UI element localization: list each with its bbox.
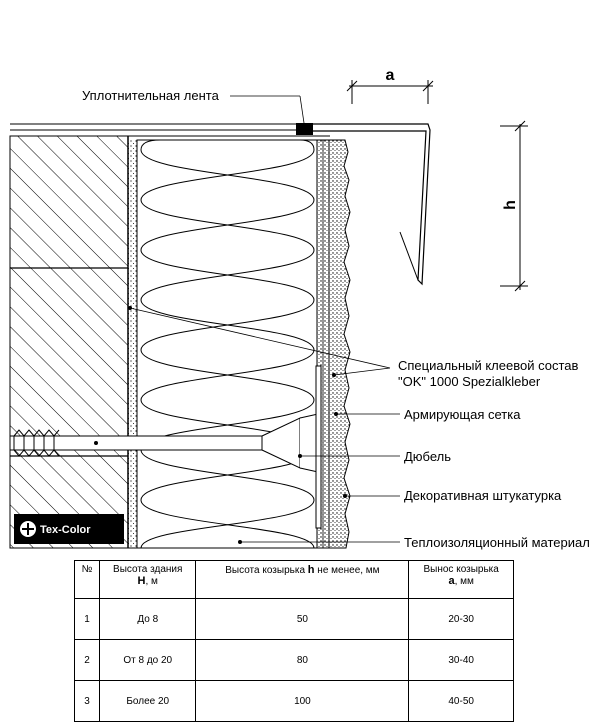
cell-number: 1 xyxy=(74,598,100,640)
tex-color-logo: Tex-Color xyxy=(14,514,124,544)
cell-building-height: Более 20 xyxy=(98,680,197,722)
sealing-tape-mark xyxy=(296,123,313,135)
table-row: 2 От 8 до 20 80 30-40 xyxy=(74,639,514,681)
label-adhesive-line2: "OK" 1000 Spezialkleber xyxy=(398,374,541,389)
cell-canopy-height: 100 xyxy=(195,680,410,722)
cell-number: 3 xyxy=(74,680,100,722)
table-row: 1 До 8 50 20-30 xyxy=(74,598,514,640)
cell-building-height: От 8 до 20 xyxy=(98,639,197,681)
label-adhesive-line1: Специальный клеевой состав xyxy=(398,358,579,373)
leader-dots xyxy=(94,306,347,544)
label-dowel: Дюбель xyxy=(404,449,451,464)
label-plaster: Декоративная штукатурка xyxy=(404,488,562,503)
cell-canopy-overhang: 40-50 xyxy=(408,680,514,722)
label-insulation: Теплоизоляционный материал xyxy=(404,535,590,550)
dimension-a xyxy=(346,80,434,104)
dimension-a-label: a xyxy=(386,67,395,84)
table-row: 3 Более 20 100 40-50 xyxy=(74,680,514,722)
decorative-plaster-layer xyxy=(328,139,351,549)
cell-building-height: До 8 xyxy=(98,598,197,640)
dimension-h-label: h xyxy=(502,200,519,210)
leader-lines xyxy=(129,95,400,543)
cell-canopy-height: 80 xyxy=(195,639,410,681)
insulation-board xyxy=(136,139,318,549)
cell-canopy-overhang: 30-40 xyxy=(408,639,514,681)
facade-insulation-diagram: a h Уплотнительная лента Специальный кле… xyxy=(9,67,590,550)
adhesive-layer xyxy=(128,140,138,548)
header-number: № xyxy=(74,560,100,599)
cell-canopy-overhang: 20-30 xyxy=(408,598,514,640)
top-slab xyxy=(10,123,330,137)
dowel-drawing xyxy=(9,365,322,529)
cell-canopy-height: 50 xyxy=(195,598,410,640)
cell-number: 2 xyxy=(74,639,100,681)
label-mesh: Армирующая сетка xyxy=(404,407,521,422)
dimension-h xyxy=(500,120,528,292)
header-canopy-height: Высота козырька h не менее, мм xyxy=(195,560,410,599)
label-sealing-tape: Уплотнительная лента xyxy=(82,88,220,103)
logo-text: Tex-Color xyxy=(40,524,91,536)
canopy-flashing xyxy=(296,123,431,286)
